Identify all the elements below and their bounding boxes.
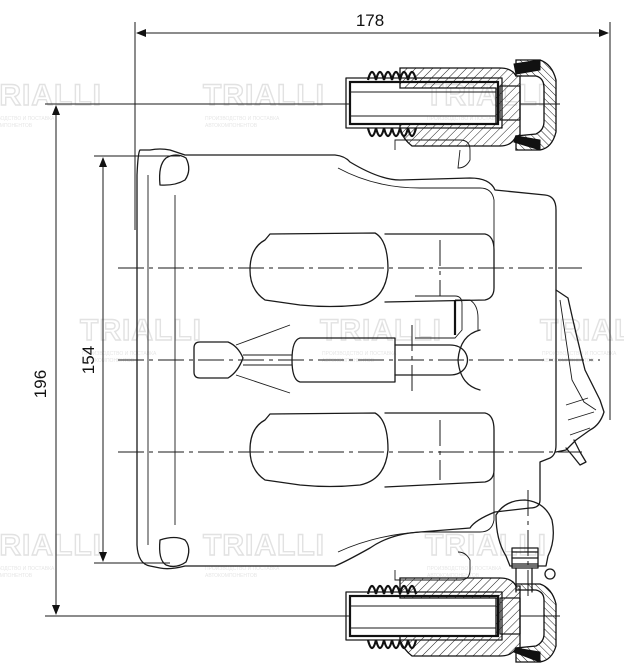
sensor-line-lower [235,374,291,394]
mount-ear-bottom [158,536,190,568]
dimension-178: 178 [134,11,611,420]
upper-window-right [384,233,495,303]
watermark-brand: TRIALLI [0,529,102,562]
right-fitting-outline [555,289,605,453]
watermark: TRIALLI ПРОИЗВОДСТВО И ПОСТАВКА АВТОКОМП… [424,528,547,579]
dimension-label-154: 154 [79,346,98,374]
watermark-sub-1: ПРОИЗВОДСТВО И ПОСТАВКА [542,351,617,357]
center-piston-neck [394,344,469,376]
watermark: TRIALLI ПРОИЗВОДСТВО И ПОСТАВКА АВТОКОМП… [0,528,102,579]
dimension-label-178: 178 [356,11,384,30]
watermark-brand: TRIALLI [80,314,202,347]
watermark-brand: TRIALLI [0,79,102,112]
upper-guide-housing [345,59,560,151]
lower-guide-housing [345,499,560,663]
watermark: TRIALLI ПРОИЗВОДСТВО И ПОСТАВКА АВТОКОМП… [202,78,325,129]
lower-window-outline [249,412,389,488]
lower-guide-pin-inner [348,594,500,638]
lower-inner-contour [337,440,495,553]
watermark-brand: TRIALLI [203,79,325,112]
watermark-sub-1: ПРОИЗВОДСТВО И ПОСТАВКА [0,566,55,572]
upper-seal-bottom [513,135,541,151]
upper-small-block-right [455,299,479,330]
watermark-brand: TRIALLI [203,529,325,562]
watermark-layer: TRIALLI ПРОИЗВОДСТВО И ПОСТАВКА АВТОКОМП… [0,78,624,579]
upper-window-outline [249,232,389,308]
lower-spring-bottom [366,639,418,650]
upper-spring-top [366,70,418,81]
bleed-nipple [565,439,587,466]
right-fitting [555,289,605,466]
center-piston [193,295,481,394]
watermark: TRIALLI ПРОИЗВОДСТВО И ПОСТАВКА АВТОКОМП… [0,78,102,129]
watermark: TRIALLI ПРОИЗВОДСТВО И ПОСТАВКА АВТОКОМП… [79,313,202,364]
lower-window-right [384,412,495,488]
watermark-sub-2: АВТОКОМПОНЕНТОВ [0,573,33,579]
watermark-brand: TRIALLI [320,314,442,347]
watermark: TRIALLI ПРОИЗВОДСТВО И ПОСТАВКА АВТОКОМП… [202,528,325,579]
bleed-cap [544,568,556,580]
sensor-tab [193,341,244,379]
bleed-screw-flats [511,551,539,565]
upper-pin-head [499,85,521,121]
sensor-line-upper [235,324,291,346]
watermark-sub-1: ПРОИЗВОДСТВО И ПОСТАВКА [427,566,502,572]
watermark-sub-1: ПРОИЗВОДСТВО И ПОСТАВКА [205,116,280,122]
upper-guide-pin-inner [348,80,500,126]
dimension-label-196: 196 [31,370,50,398]
watermark-brand: TRIALLI [425,529,547,562]
upper-seal-top [513,59,541,75]
watermark-sub-1: ПРОИЗВОДСТВО И ПОСТАВКА [427,116,502,122]
upper-inner-contour [337,167,495,280]
right-fitting-ribs [565,397,595,436]
watermark: TRIALLI ПРОИЗВОДСТВО И ПОСТАВКА АВТОКОМП… [319,313,442,364]
lower-seal-bottom [513,647,541,663]
lower-spring-top [366,584,418,595]
bleed-stem [515,567,533,593]
center-piston-body [291,337,396,383]
upper-window [249,232,495,308]
watermark-sub-2: АВТОКОМПОНЕНТОВ [427,573,480,579]
watermark-sub-2: АВТОКОМПОНЕНТОВ [205,573,258,579]
watermark-brand: TRIALLI [540,314,624,347]
watermark-sub-1: ПРОИЗВОДСТВО И ПОСТАВКА [205,566,280,572]
watermark-sub-1: ПРОИЗВОДСТВО И ПОСТАВКА [322,351,397,357]
upper-small-block [415,295,463,339]
lower-window [249,412,495,488]
centerlines [118,240,600,600]
watermark-sub-1: ПРОИЗВОДСТВО И ПОСТАВКА [82,351,157,357]
watermark-sub-2: АВТОКОМПОНЕНТОВ [82,358,135,364]
watermark-sub-2: АВТОКОМПОНЕНТОВ [542,358,595,364]
upper-spring-bottom [366,127,418,138]
watermark-sub-2: АВТОКОМПОНЕНТОВ [0,123,33,129]
upper-guide-pin [345,77,503,129]
watermark-sub-2: АВТОКОМПОНЕНТОВ [205,123,258,129]
watermark-sub-1: ПРОИЗВОДСТВО И ПОСТАВКА [0,116,55,122]
dimension-154: 154 [79,155,180,564]
lower-guide-pin [345,591,503,641]
dimension-196: 196 [31,103,350,617]
right-fitting-inner [559,299,597,411]
mount-ear-top [158,154,190,186]
bleed-screw-body [495,499,554,567]
watermark-sub-2: АВТОКОМПОНЕНТОВ [322,358,375,364]
